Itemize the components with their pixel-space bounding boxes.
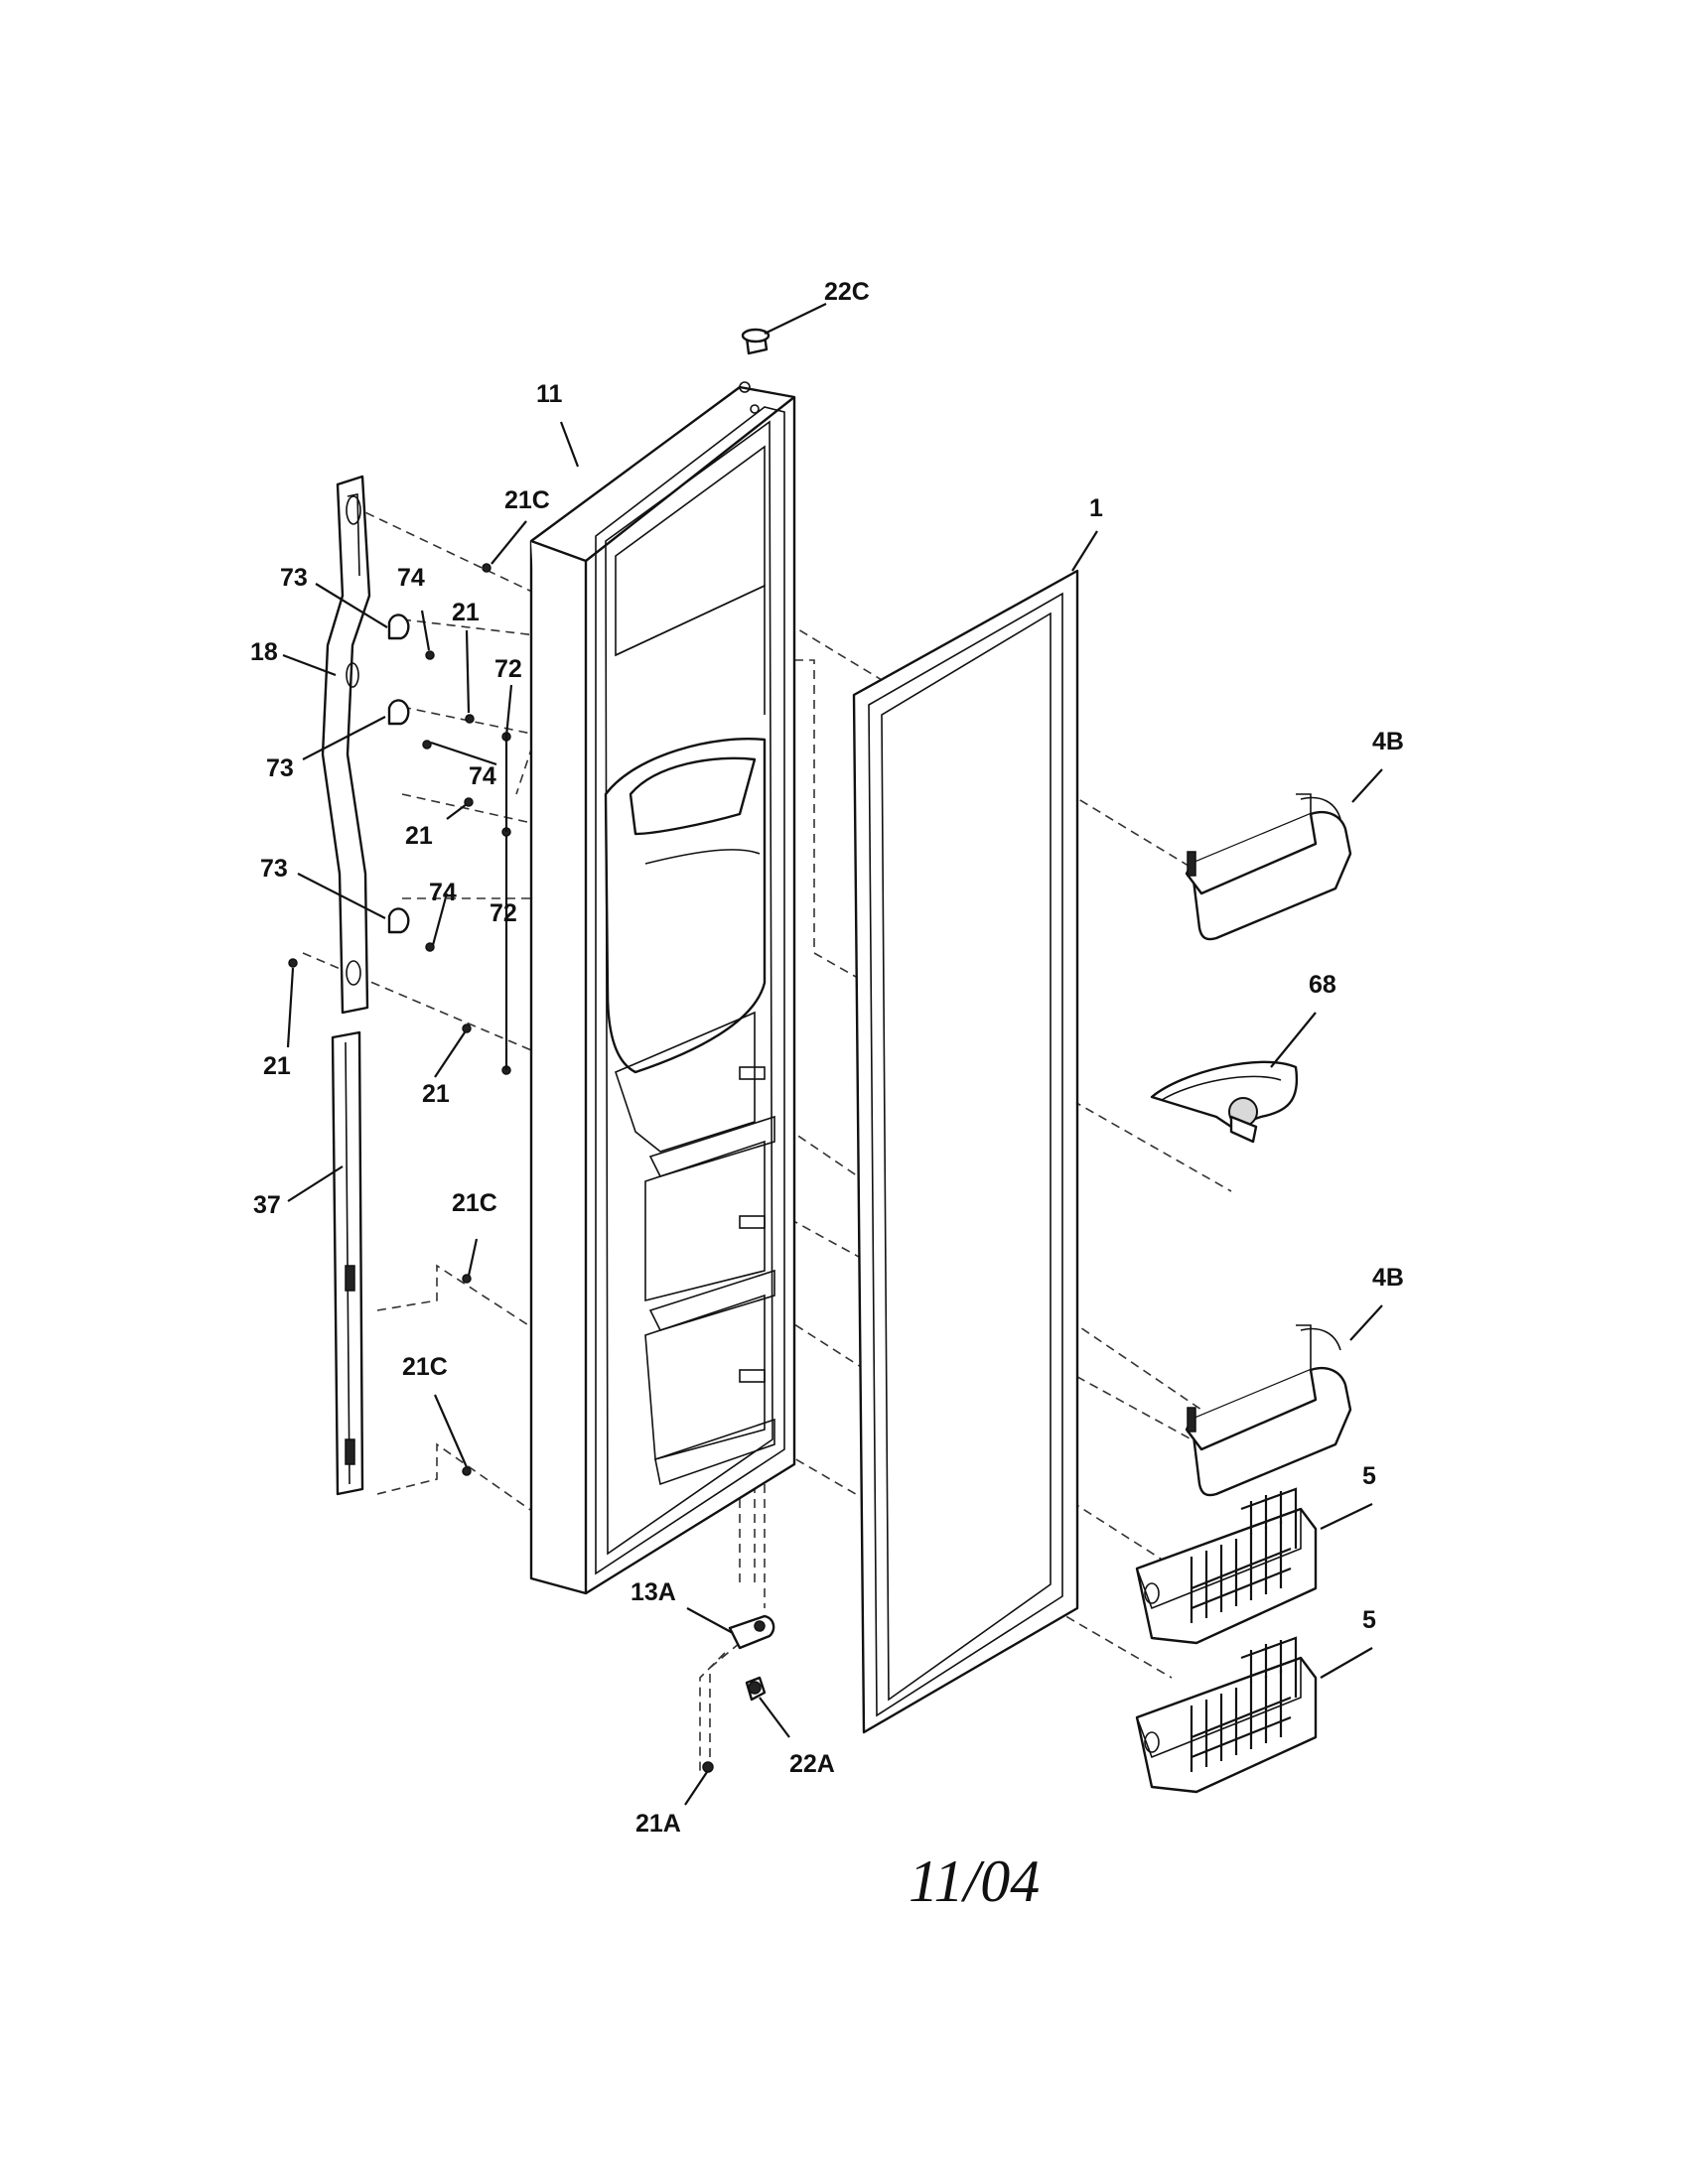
label-73-upper: 73 bbox=[280, 564, 308, 592]
ice-cup-68 bbox=[1150, 1060, 1299, 1144]
label-72-lower: 72 bbox=[490, 899, 517, 927]
dispenser-housing bbox=[604, 738, 767, 1074]
label-74-lower: 74 bbox=[429, 879, 457, 906]
date-stamp: 11/04 bbox=[909, 1848, 1040, 1914]
label-73-middle: 73 bbox=[266, 754, 294, 782]
label-37: 37 bbox=[253, 1191, 281, 1219]
bottom-hinge-parts bbox=[702, 1614, 775, 1773]
label-22c: 22C bbox=[824, 278, 870, 306]
hinge-cap-22c bbox=[741, 328, 771, 355]
door-bin-4b-lower bbox=[1185, 1324, 1352, 1497]
callout-labels: 22C 11 1 21C 73 74 21 18 72 73 74 21 73 … bbox=[250, 278, 1404, 1838]
handle-clips-73 bbox=[387, 614, 410, 934]
label-21c-upper: 21C bbox=[504, 486, 550, 514]
door-liner-shelves bbox=[615, 1011, 775, 1486]
label-72-upper: 72 bbox=[494, 655, 522, 683]
label-21-upper: 21 bbox=[452, 599, 480, 626]
door-gasket bbox=[852, 569, 1079, 1734]
screws bbox=[288, 563, 511, 1476]
label-21a: 21A bbox=[635, 1810, 681, 1838]
label-21c-middle: 21C bbox=[452, 1189, 497, 1217]
label-11: 11 bbox=[536, 380, 563, 408]
label-5-lower: 5 bbox=[1362, 1606, 1376, 1634]
wire-basket-5-upper bbox=[1135, 1487, 1318, 1645]
door-bin-4b-upper bbox=[1185, 793, 1352, 941]
wire-basket-5-lower bbox=[1135, 1636, 1318, 1794]
label-21-lower: 21 bbox=[422, 1080, 450, 1108]
label-21c-lower: 21C bbox=[402, 1353, 448, 1381]
label-74-middle: 74 bbox=[469, 762, 496, 790]
label-22a: 22A bbox=[789, 1750, 835, 1778]
leader-lines bbox=[282, 303, 1383, 1806]
label-21-middle: 21 bbox=[405, 822, 433, 850]
label-4b-lower: 4B bbox=[1372, 1264, 1404, 1292]
label-5-upper: 5 bbox=[1362, 1462, 1376, 1490]
label-68: 68 bbox=[1309, 971, 1336, 999]
label-73-lower: 73 bbox=[260, 855, 288, 883]
label-21-left: 21 bbox=[263, 1052, 291, 1080]
label-1: 1 bbox=[1089, 494, 1103, 522]
label-13a: 13A bbox=[631, 1578, 676, 1606]
label-4b-upper: 4B bbox=[1372, 728, 1404, 755]
handle-37 bbox=[331, 1030, 364, 1496]
label-18: 18 bbox=[250, 638, 278, 666]
label-74-upper: 74 bbox=[397, 564, 425, 592]
